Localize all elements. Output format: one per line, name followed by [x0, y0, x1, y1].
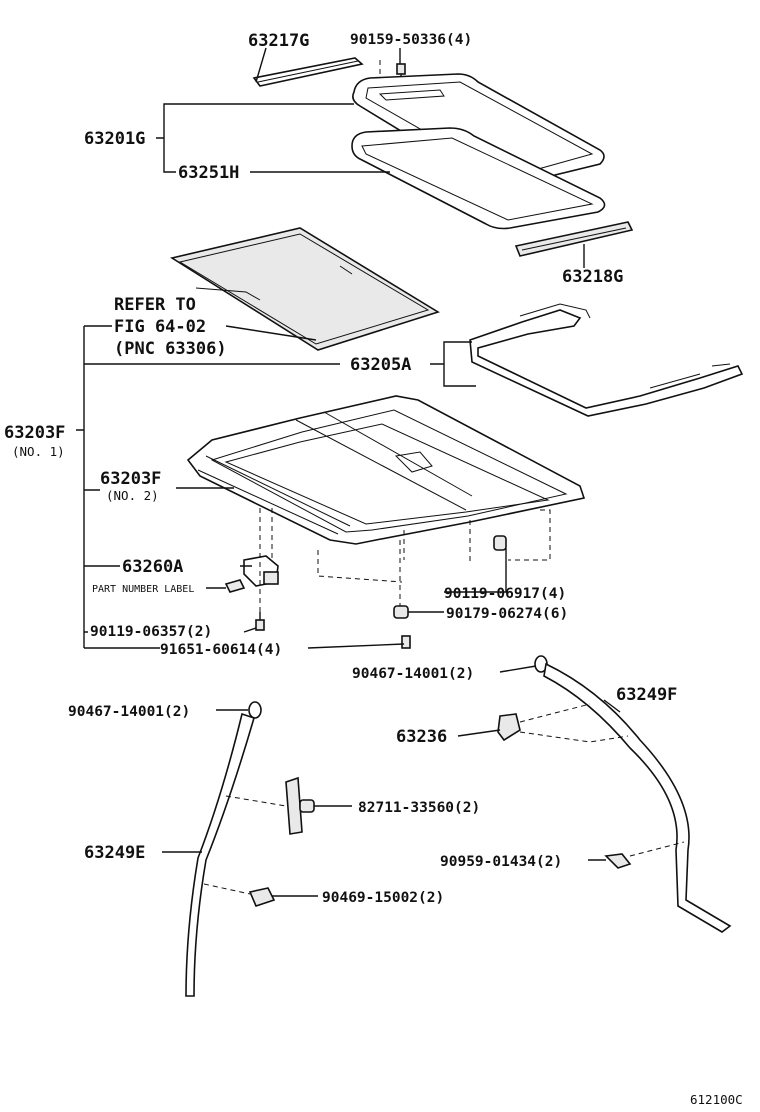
- part-63249e-drain-hose: [185, 712, 255, 997]
- part-90119-06917-bolt: [469, 509, 551, 562]
- label-90467-14001-left: 90467-14001(2): [68, 704, 190, 720]
- part-90179-nut: [393, 530, 409, 619]
- label-63201g: 63201G: [84, 129, 145, 149]
- label-90119-06357: 90119-06357(2): [90, 624, 212, 640]
- part-63218g-deflector-strip: [514, 221, 634, 257]
- label-63249e: 63249E: [84, 843, 145, 863]
- label-part-number-label: PART NUMBER LABEL: [92, 584, 194, 595]
- part-63217g-strip: [252, 57, 364, 87]
- label-90467-14001-right: 90467-14001(2): [352, 666, 474, 682]
- label-63203f-no2: 63203F: [100, 469, 161, 489]
- label-63218g: 63218G: [562, 267, 623, 287]
- label-pnc-63306: (PNC 63306): [114, 339, 227, 359]
- part-90119-06357-bolt: [255, 508, 273, 631]
- part-90467-clamp-left: [248, 701, 262, 719]
- label-90959-01434: 90959-01434(2): [440, 854, 562, 870]
- label-63203f-no1: 63203F: [4, 423, 65, 443]
- part-63236-clip: [497, 703, 629, 743]
- label-63236: 63236: [396, 727, 447, 747]
- figure-code: 612100C: [690, 1092, 743, 1107]
- part-63251h-weatherstrip: [351, 127, 606, 230]
- part-63249f-drain-hose: [543, 662, 732, 933]
- part-sunshade: [169, 227, 440, 351]
- part-63203f-sunroof-frame: [186, 395, 586, 545]
- label-91651-60614: 91651-60614(4): [160, 642, 282, 658]
- part-82711-clamp: [225, 776, 315, 835]
- label-90159-50336: 90159-50336(4): [350, 32, 472, 48]
- label-63203f-no1-sub: (NO. 1): [12, 444, 65, 459]
- part-91651-bolt: [317, 550, 411, 649]
- label-63205a: 63205A: [350, 355, 411, 375]
- label-90469-15002: 90469-15002(2): [322, 890, 444, 906]
- label-63260a: 63260A: [122, 557, 183, 577]
- callout-labels: 63217G 90159-50336(4) 63201G 63251H 6321…: [4, 31, 743, 1107]
- leader-lines: [76, 47, 621, 897]
- part-63260a-drive-motor: [224, 555, 279, 593]
- label-63217g: 63217G: [248, 31, 309, 51]
- label-90179-06274: 90179-06274(6): [446, 606, 568, 622]
- part-63201g-glass-panel: [352, 73, 605, 189]
- label-90119-06917: 90119-06917(4): [444, 586, 566, 602]
- part-90959-clip: [604, 841, 685, 869]
- label-63249f: 63249F: [616, 685, 677, 705]
- part-63205a-rail-assembly: [469, 303, 744, 417]
- label-82711-33560: 82711-33560(2): [358, 800, 480, 816]
- label-63251h: 63251H: [178, 163, 239, 183]
- label-fig-64-02: FIG 64-02: [114, 317, 206, 337]
- label-63203f-no2-sub: (NO. 2): [106, 488, 159, 503]
- label-refer-to: REFER TO: [114, 295, 196, 315]
- part-90469-clip: [203, 883, 276, 907]
